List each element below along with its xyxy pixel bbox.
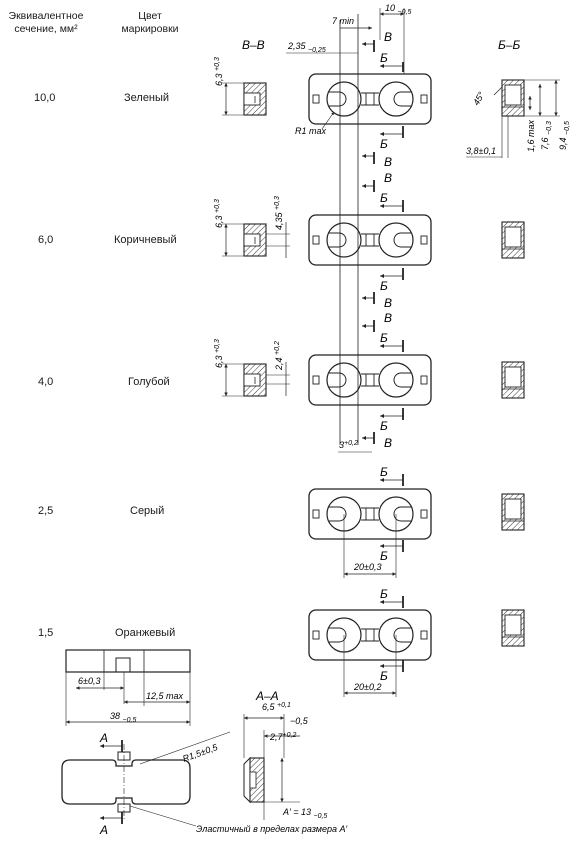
terminal-block-row3 <box>308 354 432 406</box>
dim-3: 3+0,2 <box>339 440 358 450</box>
dim-94: 9,4 −0,5 <box>558 121 571 150</box>
dim-16max: 1,6 max <box>526 119 536 152</box>
strip-top-view <box>65 649 191 673</box>
cut-b-bottom-row2: Б <box>380 279 388 293</box>
section-value-row2: 6,0 <box>38 234 54 246</box>
bb-section-view-row3 <box>501 361 525 399</box>
section-title-aa: А–А <box>255 689 279 703</box>
section-title-vv: В–В <box>242 38 265 52</box>
color-value-row4: Серый <box>130 505 165 517</box>
dim-65-tol2: −0,5 <box>290 716 309 726</box>
cut-v-top-row2: В <box>384 171 392 185</box>
terminal-block-row5 <box>308 609 432 661</box>
cut-b-bottom-row3: Б <box>380 419 388 433</box>
dim-7min: 7 min <box>332 16 354 26</box>
dim-20-02: 20±0,2 <box>353 682 381 692</box>
cut-b-bottom-row5: Б <box>380 669 388 683</box>
section-value-row4: 2,5 <box>38 505 54 517</box>
note-elastic: Эластичный в пределах размера A′ <box>196 824 347 834</box>
color-value-row5: Оранжевый <box>115 627 176 639</box>
dim-10: 10 −0,5 <box>385 3 411 16</box>
cut-b-top-row3: Б <box>380 331 388 345</box>
dim-6-03: 6±0,3 <box>78 676 100 686</box>
section-header-line2: сечение, мм² <box>14 23 78 35</box>
cut-a-top: А <box>99 731 108 745</box>
cut-v-bottom-row2: В <box>384 296 392 310</box>
bb-section-view-row1 <box>501 79 525 117</box>
cut-a-bottom: А <box>99 823 108 837</box>
cut-b-top-row4: Б <box>380 465 388 479</box>
terminal-block-row2 <box>308 214 432 266</box>
color-header-line1: Цвет <box>138 10 162 22</box>
cut-v-top-row3: В <box>384 311 392 325</box>
terminal-block-row1 <box>308 73 432 125</box>
dim-45deg: 45° <box>471 90 487 107</box>
color-value-row1: Зеленый <box>124 92 170 104</box>
cut-b-top-row1: Б <box>380 51 388 65</box>
vv-section-view-row1 <box>243 82 267 116</box>
section-value-row1: 10,0 <box>34 92 56 104</box>
dim-r1max: R1 max <box>295 126 327 136</box>
dim-r15: R1,5±0,5 <box>181 742 220 764</box>
cut-b-top-row5: Б <box>380 587 388 601</box>
cut-b-top-row2: Б <box>380 191 388 205</box>
dim-76: 7,6 −0,3 <box>540 121 553 150</box>
dim-27: 2,7+0,2 <box>269 732 296 742</box>
section-header-line1: Эквивалентное <box>8 10 84 22</box>
dim-38-01: 3,8±0,1 <box>466 146 496 156</box>
vv-section-view-row3 <box>243 363 267 397</box>
cut-v-top-row1: В <box>384 30 392 44</box>
aa-section-view <box>243 756 265 804</box>
section-column-header: Эквивалентное сечение, мм² <box>0 10 92 36</box>
dim-63-row1: 6,3 +0,3 <box>214 57 224 86</box>
dim-125max: 12,5 max <box>146 691 184 701</box>
dim-63-row2: 6,3 +0,3 <box>214 199 224 228</box>
vv-section-view-row2 <box>243 223 267 257</box>
dim-235: 2,35 −0,25 <box>287 41 326 54</box>
color-value-row3: Голубой <box>128 376 170 388</box>
strip-front-view <box>61 751 191 813</box>
section-title-bb: Б–Б <box>498 38 520 52</box>
dim-38: 38 −0,5 <box>110 711 136 724</box>
color-column-header: Цвет маркировки <box>112 10 188 36</box>
bb-section-view-row4 <box>501 493 525 531</box>
color-value-row2: Коричневый <box>114 234 177 246</box>
cut-b-bottom-row4: Б <box>380 549 388 563</box>
dim-24: 2,4 +0,2 <box>274 341 284 371</box>
dim-65: 6,5 +0,1 <box>262 702 291 712</box>
bb-section-view-row5 <box>501 609 525 647</box>
cut-b-bottom-row1: Б <box>380 137 388 151</box>
section-value-row3: 4,0 <box>38 376 54 388</box>
cut-v-bottom-row1: В <box>384 155 392 169</box>
dim-20-03: 20±0,3 <box>353 562 381 572</box>
dim-435: 4,35 +0,3 <box>274 196 284 230</box>
cut-v-bottom-row3: В <box>384 436 392 450</box>
section-value-row5: 1,5 <box>38 627 54 639</box>
color-header-line2: маркировки <box>121 23 179 35</box>
dim-a13: A′ = 13 −0,5 <box>282 807 327 820</box>
terminal-block-row4 <box>308 488 432 540</box>
bb-section-view-row2 <box>501 221 525 259</box>
dim-63-row3: 6,3 +0,3 <box>214 339 224 368</box>
